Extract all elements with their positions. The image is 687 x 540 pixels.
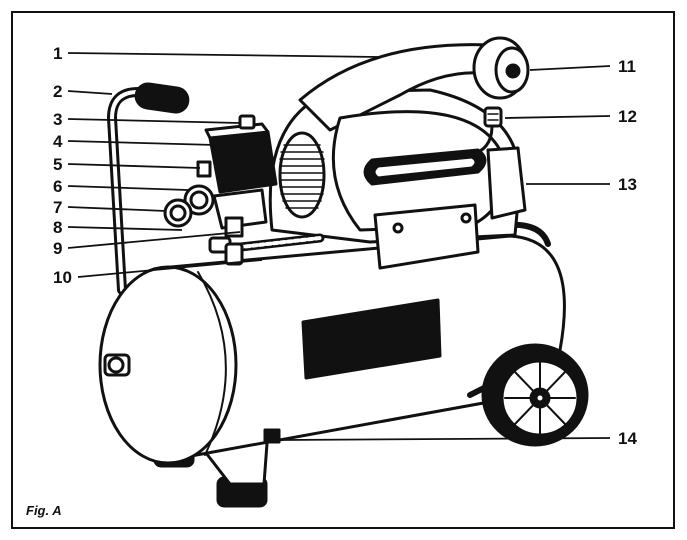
cylinder-head bbox=[486, 146, 527, 220]
callout-8: 8 bbox=[53, 218, 62, 237]
figure-caption: Fig. A bbox=[26, 503, 62, 518]
outlet-pressure-gauge-face bbox=[169, 204, 187, 222]
callout-7: 7 bbox=[53, 198, 62, 217]
callout-13: 13 bbox=[618, 175, 637, 194]
mount-bolt-2 bbox=[460, 212, 472, 224]
wheel-hub-center bbox=[534, 392, 546, 404]
callout-10: 10 bbox=[53, 268, 72, 287]
end-valve-nut bbox=[107, 356, 125, 374]
callout-1: 1 bbox=[53, 44, 62, 63]
discharge-tube bbox=[468, 124, 494, 157]
callout-11: 11 bbox=[618, 57, 636, 76]
callout-3: 3 bbox=[53, 110, 62, 129]
callout-2: 2 bbox=[53, 82, 62, 101]
tank-label bbox=[301, 298, 442, 380]
callout-14: 14 bbox=[618, 429, 637, 448]
check-valve bbox=[224, 242, 244, 266]
handle-grip bbox=[134, 82, 190, 114]
callout-labels: 1 2 3 4 5 6 7 8 9 10 11 12 13 14 bbox=[53, 44, 637, 448]
callout-12: 12 bbox=[618, 107, 637, 126]
mount-plate bbox=[373, 203, 480, 270]
delivery-hose-inner bbox=[230, 236, 322, 250]
callout-4: 4 bbox=[53, 132, 63, 151]
motor-slot-inner bbox=[372, 155, 478, 180]
vent-grille bbox=[278, 131, 326, 219]
on-off-knob bbox=[238, 114, 256, 130]
callout-6: 6 bbox=[53, 177, 62, 196]
tank-pressure-gauge-face bbox=[189, 190, 209, 210]
drain-plug bbox=[263, 428, 281, 444]
tank-end-cap bbox=[98, 265, 238, 465]
safety-valve bbox=[483, 106, 503, 128]
air-filter-cap bbox=[505, 63, 521, 79]
figure-frame bbox=[11, 11, 675, 529]
unloader-valve bbox=[196, 160, 212, 178]
vent-slats bbox=[279, 144, 325, 209]
tank-seam bbox=[197, 271, 227, 456]
air-compressor-illustration bbox=[98, 36, 589, 508]
mount-bolt-1 bbox=[392, 222, 404, 234]
callout-5: 5 bbox=[53, 155, 62, 174]
callout-9: 9 bbox=[53, 239, 62, 258]
pressure-switch-box bbox=[208, 130, 278, 194]
callout-leaders bbox=[67, 52, 611, 441]
